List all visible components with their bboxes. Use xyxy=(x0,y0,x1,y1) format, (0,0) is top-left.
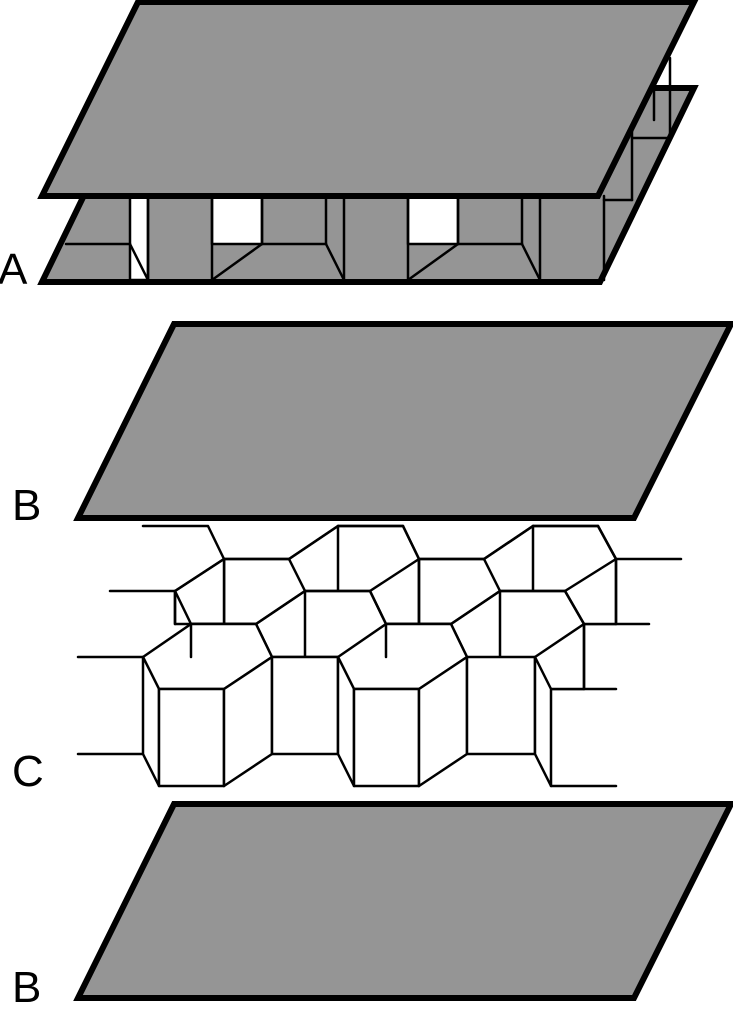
label-a: A xyxy=(0,245,28,294)
honeycomb-core-c xyxy=(78,526,681,786)
label-c: C xyxy=(12,747,44,796)
face-sheet-b-bottom xyxy=(78,804,731,998)
assembled-panel-a: A xyxy=(0,2,694,294)
label-b-bottom: B xyxy=(12,963,41,1012)
label-b-top: B xyxy=(12,481,41,530)
face-sheet-b-top xyxy=(78,324,731,518)
assembled-top-sheet xyxy=(42,2,694,196)
